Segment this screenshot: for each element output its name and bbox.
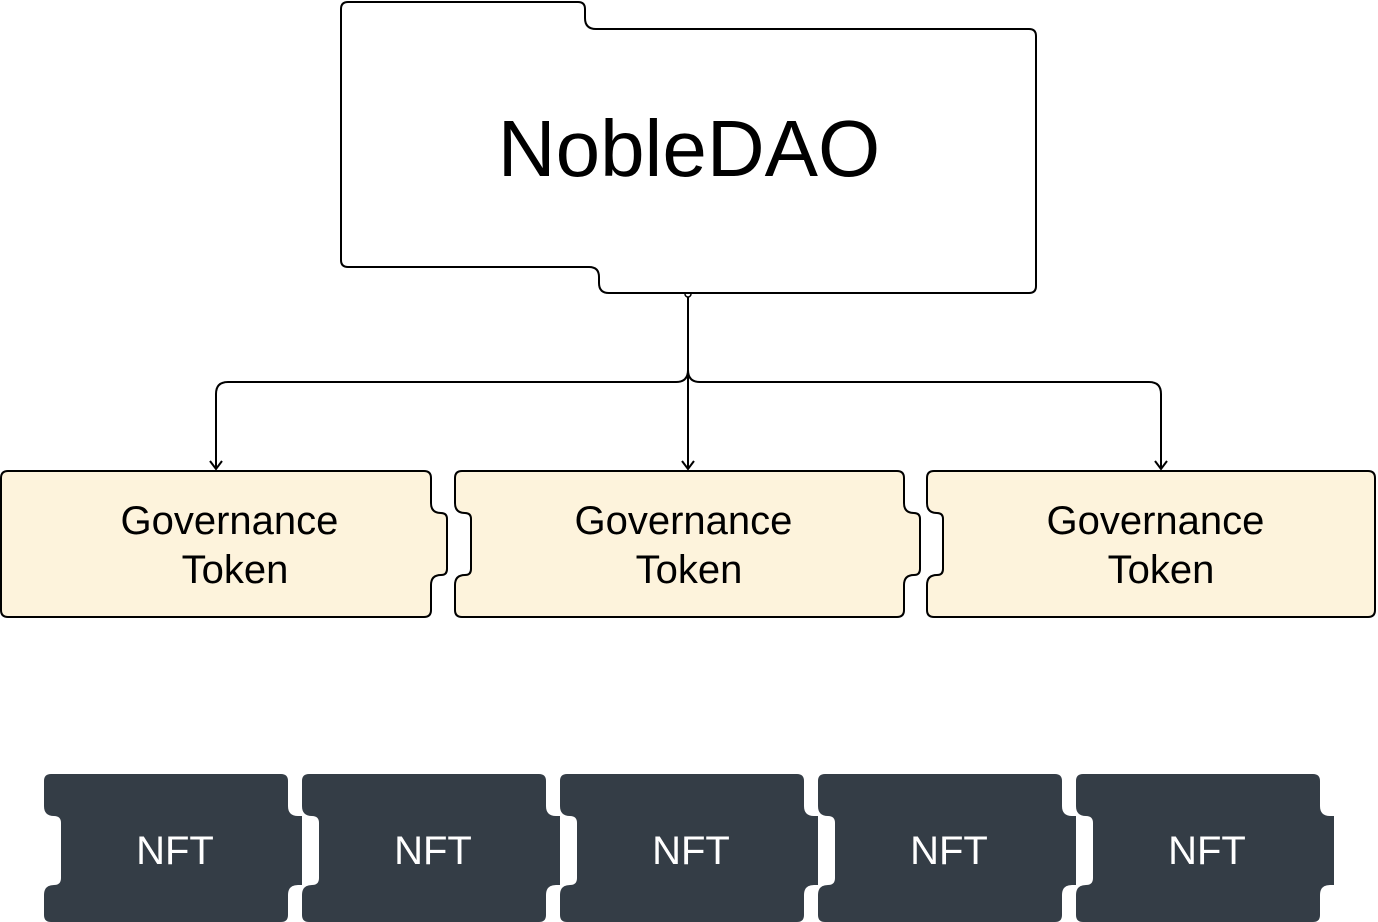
nft-1[interactable]: NFT <box>44 774 302 922</box>
governance-token-3[interactable]: Governance Token <box>926 470 1376 618</box>
nft-tile <box>44 774 302 922</box>
token-label-line1: Governance <box>1046 499 1264 543</box>
connector-dao-token-3 <box>687 294 1162 468</box>
arrowhead-1 <box>209 460 223 471</box>
token-label-line2: Token <box>1108 548 1215 592</box>
token-label-line1: Governance <box>120 499 338 543</box>
nft-label: NFT <box>136 829 214 873</box>
nft-tile <box>818 774 1076 922</box>
nft-4[interactable]: NFT <box>818 774 1076 922</box>
dao-box <box>340 1 1037 294</box>
governance-token-2[interactable]: Governance Token <box>454 470 921 618</box>
arrowhead-3 <box>1154 460 1168 471</box>
connector-dao-token-1 <box>215 294 689 468</box>
nft-label: NFT <box>1168 829 1246 873</box>
nft-tile <box>302 774 560 922</box>
nft-label: NFT <box>394 829 472 873</box>
token-label: Governance Token <box>574 499 803 592</box>
nft-tile <box>1076 774 1334 922</box>
nft-2[interactable]: NFT <box>302 774 560 922</box>
token-box <box>926 470 1376 618</box>
token-label: Governance Token <box>1046 499 1275 592</box>
dao-title: NobleDAO <box>498 104 880 193</box>
nft-tile <box>560 774 818 922</box>
token-box <box>0 470 448 618</box>
token-label: Governance Token <box>120 499 349 592</box>
token-label-line2: Token <box>636 548 743 592</box>
nft-3[interactable]: NFT <box>560 774 818 922</box>
token-label-line2: Token <box>182 548 289 592</box>
token-box <box>454 470 921 618</box>
governance-token-1[interactable]: Governance Token <box>0 470 448 618</box>
arrowhead-2 <box>681 460 695 471</box>
nft-5[interactable]: NFT <box>1076 774 1334 922</box>
connectors <box>209 294 1168 471</box>
token-label-line1: Governance <box>574 499 792 543</box>
nft-label: NFT <box>652 829 730 873</box>
nft-label: NFT <box>910 829 988 873</box>
dao-node[interactable]: NobleDAO <box>340 1 1037 294</box>
